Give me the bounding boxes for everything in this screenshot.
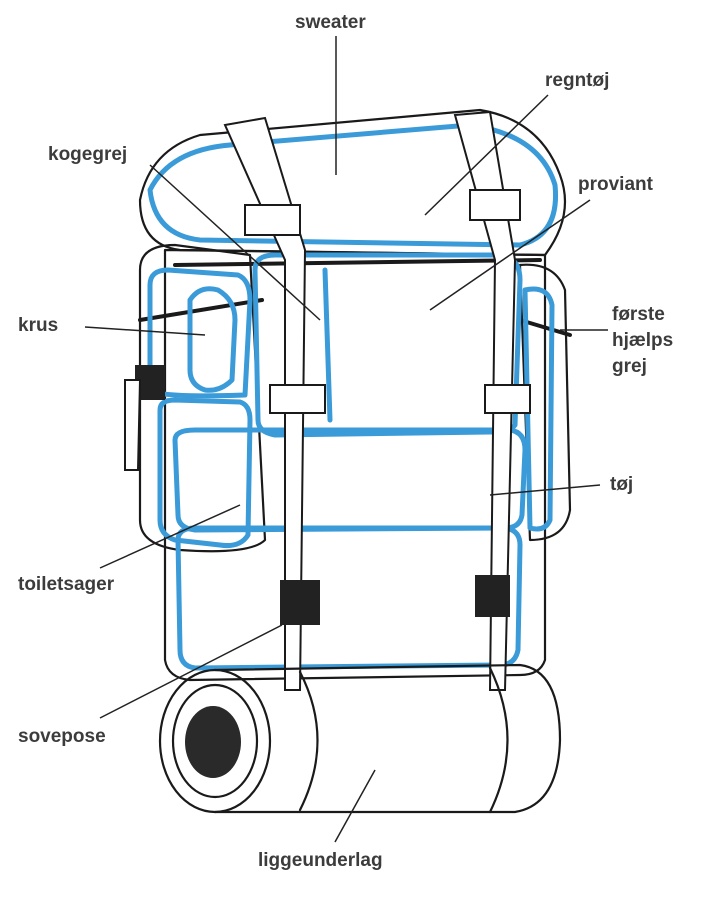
label-liggeunderlag: liggeunderlag [258,850,383,871]
label-toiletsager: toiletsager [18,574,115,595]
straps [124,110,531,691]
label-line: første [612,304,665,325]
label-sovepose: sovepose [18,726,106,747]
label-line: hjælps [612,330,674,351]
label-line: grej [612,356,647,377]
sleeping-pad-roll [158,663,562,814]
label-sweater: sweater [295,12,366,33]
leader-lines [84,36,608,843]
label-proviant: proviant [578,174,653,195]
backpack-outline [138,108,572,682]
label-regntoej: regntøj [545,70,610,91]
label-kogegrej: kogegrej [48,144,128,165]
label-krus: krus [18,315,59,336]
label-toej: tøj [610,474,634,495]
label-foerste-hjaelps-grej: første hjælps grej [612,302,673,380]
